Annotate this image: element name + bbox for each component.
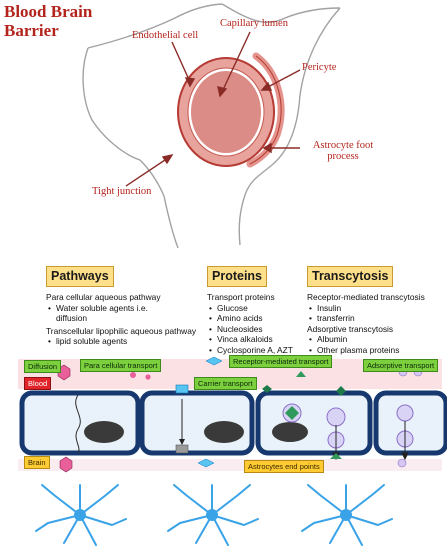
transcytosis-header: Transcytosis bbox=[307, 266, 394, 287]
label-astrocyte-foot-process: Astrocyte foot process bbox=[312, 140, 374, 162]
tag-astrocytes-end-points: Astrocytes end points bbox=[244, 460, 324, 473]
brain-molecules bbox=[59, 453, 407, 473]
list-item: transferrin bbox=[309, 313, 445, 324]
label-capillary-lumen: Capillary lumen bbox=[220, 18, 288, 29]
list-item: Other plasma proteins bbox=[309, 345, 445, 356]
list-item: Albumin bbox=[309, 334, 445, 345]
list-item: Amino acids bbox=[209, 313, 307, 324]
list-item: Glucose bbox=[209, 303, 307, 314]
tag-receptor-mediated-transport: Receptor-mediated transport bbox=[229, 355, 333, 368]
paracellular-path bbox=[75, 394, 81, 454]
astrocyte-1 bbox=[35, 484, 127, 546]
astrocyte-process bbox=[163, 195, 179, 249]
diagram-title: Blood Brain Barrier bbox=[4, 2, 93, 40]
tag-adsorptive-transport: Adsorptive transport bbox=[363, 359, 439, 372]
astrocyte-outline bbox=[82, 3, 341, 246]
tag-brain: Brain bbox=[24, 456, 50, 469]
label-pericyte: Pericyte bbox=[302, 62, 337, 73]
tag-blood: Blood bbox=[24, 377, 52, 390]
tag-carrier-transport: Carrier transport bbox=[194, 377, 257, 390]
list-item: lipid soluble agents bbox=[48, 336, 204, 347]
cell-nuclei bbox=[84, 421, 308, 443]
list-item: Vinca alkaloids bbox=[209, 334, 307, 345]
list-item: Cyclosporine A, AZT bbox=[209, 345, 307, 356]
transcytosis-text: Receptor-mediated transcytosis Insulin t… bbox=[307, 292, 445, 356]
tag-diffusion: Diffusion bbox=[24, 360, 62, 373]
capillary-cross-section bbox=[82, 3, 341, 249]
proteins-header: Proteins bbox=[207, 266, 268, 287]
pathways-header: Pathways bbox=[46, 266, 114, 287]
astrocytes bbox=[35, 484, 393, 546]
transcytosis-vesicles bbox=[282, 403, 414, 449]
label-tight-junction: Tight junction bbox=[92, 186, 152, 197]
capillary-lumen bbox=[191, 71, 261, 153]
proteins-text: Transport proteins Glucose Amino acids N… bbox=[207, 292, 307, 356]
list-item: Water soluble agents i.e.diffusion bbox=[48, 303, 204, 324]
pathways-text: Para cellular aqueous pathway Water solu… bbox=[46, 292, 204, 347]
list-item: Nucleosides bbox=[209, 324, 307, 335]
label-endothelial-cell: Endothelial cell bbox=[132, 30, 199, 41]
astrocyte-3 bbox=[301, 484, 393, 546]
brain-region bbox=[18, 459, 442, 471]
tag-paracellular-transport: Para cellular transport bbox=[80, 359, 162, 372]
astrocyte-2 bbox=[167, 484, 259, 546]
list-item: Insulin bbox=[309, 303, 445, 314]
